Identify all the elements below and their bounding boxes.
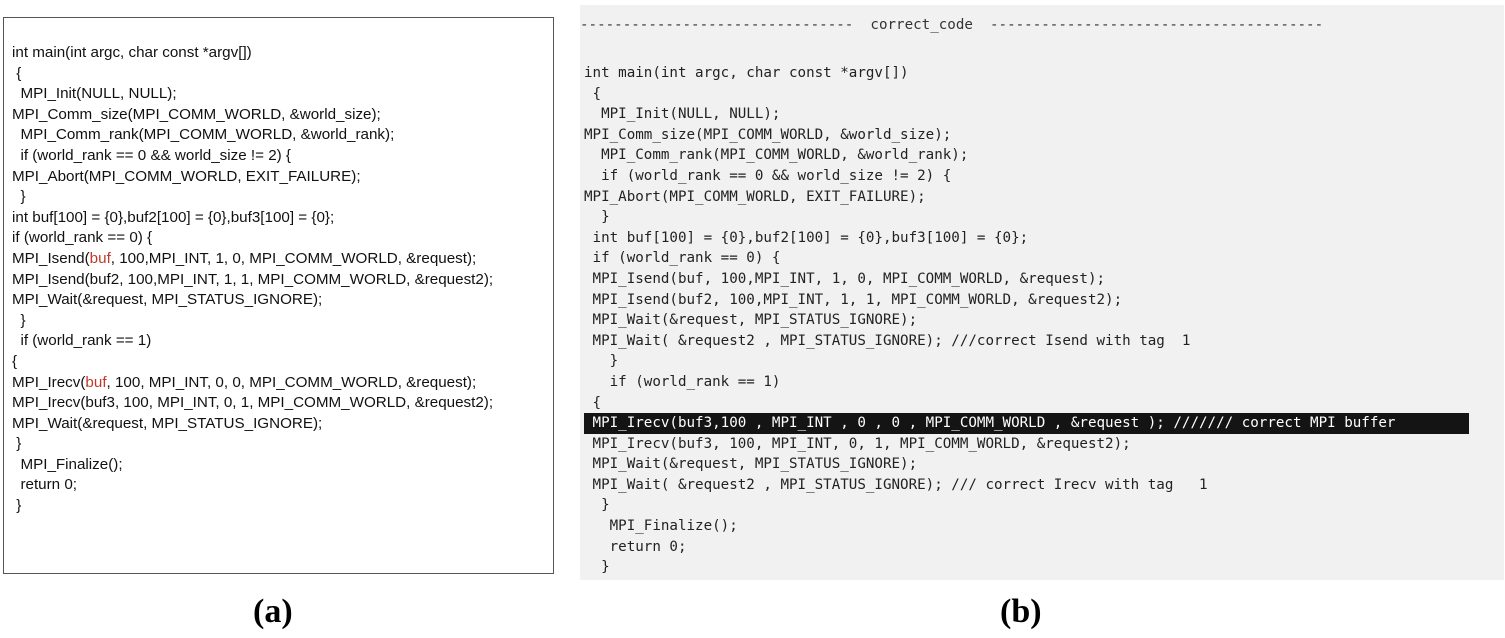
code-line: } xyxy=(584,353,619,370)
code-segment: MPI_Comm_rank(MPI_COMM_WORLD, &world_ran… xyxy=(12,126,395,144)
code-line: int main(int argc, char const *argv[]) xyxy=(584,65,909,81)
code-segment: MPI_Abort(MPI_COMM_WORLD, EXIT_FAILURE); xyxy=(12,167,361,185)
code-segment: } xyxy=(12,188,26,206)
code-line: } xyxy=(12,311,493,332)
code-line: MPI_Irecv(buf, 100, MPI_INT, 0, 0, MPI_C… xyxy=(12,373,493,394)
code-line: { xyxy=(584,85,602,102)
original-code-block: int main(int argc, char const *argv[]) {… xyxy=(12,43,493,517)
code-line: { xyxy=(12,352,493,373)
code-line: } xyxy=(12,187,493,208)
code-segment: int buf[100] = {0},buf2[100] = {0},buf3[… xyxy=(12,208,335,226)
code-line: } xyxy=(584,209,610,226)
code-line: } xyxy=(584,559,610,576)
code-line: MPI_Wait( &request2 , MPI_STATUS_IGNORE)… xyxy=(584,476,1208,493)
code-line: MPI_Abort(MPI_COMM_WORLD, EXIT_FAILURE); xyxy=(12,167,493,188)
code-line: MPI_Wait(&request, MPI_STATUS_IGNORE); xyxy=(12,414,493,435)
code-line: MPI_Wait(&request, MPI_STATUS_IGNORE); xyxy=(12,290,493,311)
code-segment: , 100, MPI_INT, 0, 0, MPI_COMM_WORLD, &r… xyxy=(106,373,477,391)
code-segment: MPI_Isend( xyxy=(12,249,90,267)
code-segment: MPI_Wait(&request, MPI_STATUS_IGNORE); xyxy=(12,414,323,432)
code-line: MPI_Init(NULL, NULL); xyxy=(12,84,493,105)
code-segment: { xyxy=(12,64,22,82)
code-line: MPI_Isend(buf, 100,MPI_INT, 1, 0, MPI_CO… xyxy=(584,270,1106,287)
code-segment: MPI_Wait(&request, MPI_STATUS_IGNORE); xyxy=(12,291,323,309)
code-line: return 0; xyxy=(584,538,687,555)
code-line: MPI_Finalize(); xyxy=(12,455,493,476)
code-line: } xyxy=(12,496,493,517)
code-segment: } xyxy=(12,497,22,515)
highlighted-buffer-token: buf xyxy=(85,373,107,391)
code-line: if (world_rank == 0 && world_size != 2) … xyxy=(12,146,493,167)
code-line: MPI_Comm_size(MPI_COMM_WORLD, &world_siz… xyxy=(12,105,493,126)
code-line: MPI_Wait(&request, MPI_STATUS_IGNORE); xyxy=(584,456,918,473)
code-line: } xyxy=(12,434,493,455)
code-line: } xyxy=(584,497,610,514)
code-line: MPI_Comm_rank(MPI_COMM_WORLD, &world_ran… xyxy=(584,147,969,164)
code-line: MPI_Irecv(buf3, 100, MPI_INT, 0, 1, MPI_… xyxy=(584,435,1131,452)
correct-code-header: -------------------------------- correct… xyxy=(580,17,1324,33)
code-line: MPI_Abort(MPI_COMM_WORLD, EXIT_FAILURE); xyxy=(584,188,926,205)
code-segment: if (world_rank == 0 && world_size != 2) … xyxy=(12,146,291,164)
code-line: if (world_rank == 0) { xyxy=(584,250,781,267)
code-segment: } xyxy=(12,435,22,453)
code-line: if (world_rank == 1) xyxy=(584,373,781,390)
highlighted-buffer-token: buf xyxy=(89,249,111,267)
code-segment: , 100,MPI_INT, 1, 0, MPI_COMM_WORLD, &re… xyxy=(110,249,477,267)
code-line: MPI_Isend(buf2, 100,MPI_INT, 1, 1, MPI_C… xyxy=(12,270,493,291)
code-line: MPI_Wait( &request2 , MPI_STATUS_IGNORE)… xyxy=(584,332,1191,349)
code-line: { xyxy=(584,394,602,411)
code-line: return 0; xyxy=(12,475,493,496)
code-line: int buf[100] = {0},buf2[100] = {0},buf3[… xyxy=(584,229,1029,246)
code-line: int buf[100] = {0},buf2[100] = {0},buf3[… xyxy=(12,208,493,229)
code-line: MPI_Init(NULL, NULL); xyxy=(584,106,781,123)
code-line: MPI_Isend(buf2, 100,MPI_INT, 1, 1, MPI_C… xyxy=(584,291,1123,308)
code-segment: return 0; xyxy=(12,476,77,494)
code-line: if (world_rank == 0) { xyxy=(12,228,493,249)
code-line: if (world_rank == 1) xyxy=(12,331,493,352)
code-segment: int main(int argc, char const *argv[]) xyxy=(12,44,252,61)
code-line: if (world_rank == 0 && world_size != 2) … xyxy=(584,167,952,184)
code-line: MPI_Irecv(buf3, 100, MPI_INT, 0, 1, MPI_… xyxy=(12,393,493,414)
code-segment: MPI_Irecv( xyxy=(12,373,86,391)
code-line: MPI_Finalize(); xyxy=(584,518,738,535)
code-segment: MPI_Init(NULL, NULL); xyxy=(12,85,177,103)
corrected-code-panel: -------------------------------- correct… xyxy=(580,5,1504,580)
code-line: { xyxy=(12,64,493,85)
code-line: int main(int argc, char const *argv[]) xyxy=(12,43,493,64)
code-segment: if (world_rank == 0) { xyxy=(12,229,153,247)
code-line: MPI_Wait(&request, MPI_STATUS_IGNORE); xyxy=(584,312,918,329)
code-segment: MPI_Finalize(); xyxy=(12,455,123,473)
code-segment: MPI_Comm_size(MPI_COMM_WORLD, &world_siz… xyxy=(12,105,381,123)
code-segment: if (world_rank == 1) xyxy=(12,332,152,350)
code-line: MPI_Comm_rank(MPI_COMM_WORLD, &world_ran… xyxy=(12,125,493,146)
highlighted-code-line: MPI_Irecv(buf3,100 , MPI_INT , 0 , 0 , M… xyxy=(584,413,1469,434)
code-segment: { xyxy=(12,352,18,370)
original-code-panel: int main(int argc, char const *argv[]) {… xyxy=(3,17,554,574)
caption-b: (b) xyxy=(1000,593,1042,630)
code-segment: MPI_Isend(buf2, 100,MPI_INT, 1, 1, MPI_C… xyxy=(12,270,494,288)
corrected-code-block: int main(int argc, char const *argv[]) {… xyxy=(584,63,1469,578)
caption-a: (a) xyxy=(253,593,293,630)
code-segment: } xyxy=(12,311,26,329)
code-line: MPI_Comm_size(MPI_COMM_WORLD, &world_siz… xyxy=(584,126,952,143)
code-segment: MPI_Irecv(buf3, 100, MPI_INT, 0, 1, MPI_… xyxy=(12,394,494,412)
code-line: MPI_Isend(buf, 100,MPI_INT, 1, 0, MPI_CO… xyxy=(12,249,493,270)
